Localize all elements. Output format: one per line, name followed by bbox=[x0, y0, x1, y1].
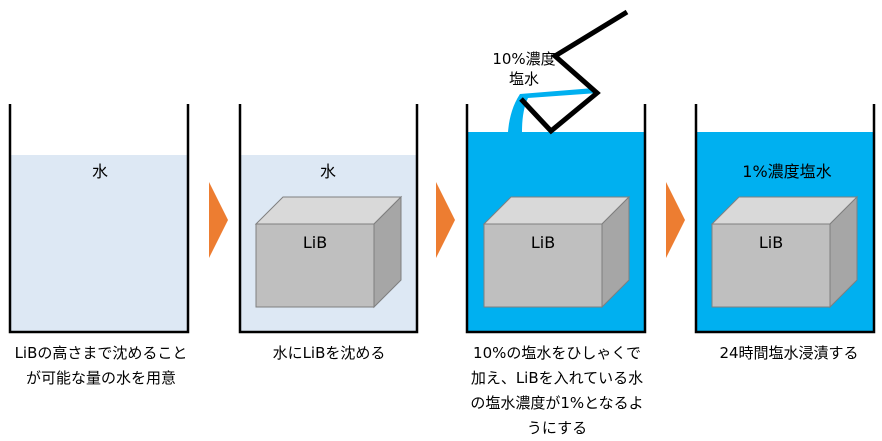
block-front-face bbox=[483, 223, 603, 308]
step-1-liquid-label: 水 bbox=[91, 162, 108, 181]
block-front-face bbox=[711, 223, 831, 308]
container-outline bbox=[238, 104, 419, 334]
step-2-container bbox=[238, 104, 419, 334]
step-2-caption: 水にLiBを沈める bbox=[272, 344, 386, 362]
step-3-pour-label: 10%濃度 塩水 bbox=[492, 50, 556, 88]
water-fill bbox=[10, 155, 188, 332]
brine-stream bbox=[508, 88, 598, 132]
step-arrow-2 bbox=[436, 182, 455, 258]
step-3-block-label: LiB bbox=[530, 233, 556, 252]
step-4-container bbox=[694, 104, 876, 334]
step-4-block-label: LiB bbox=[758, 233, 784, 252]
step-3-caption: 10%の塩水をひしゃくで加え、LiBを入れている水の塩水濃度が1%となるようにす… bbox=[470, 344, 644, 437]
lib-block bbox=[710, 195, 859, 309]
container-outline bbox=[465, 104, 647, 334]
container-outline bbox=[8, 104, 190, 334]
lib-block bbox=[482, 195, 631, 309]
lib-block bbox=[254, 195, 403, 309]
step-3-container bbox=[465, 9, 647, 334]
step-2-block-label: LiB bbox=[302, 233, 328, 252]
container-outline bbox=[694, 104, 876, 334]
ladle-icon bbox=[519, 9, 629, 135]
step-2-liquid-label: 水 bbox=[319, 162, 336, 181]
step-arrow-1 bbox=[209, 182, 228, 258]
step-1-caption: LiBの高さまで沈めることが可能な量の水を用意 bbox=[14, 344, 188, 387]
block-front-face bbox=[255, 223, 375, 308]
step-4-caption: 24時間塩水浸漬する bbox=[719, 344, 859, 362]
step-4-liquid-label: 1%濃度塩水 bbox=[742, 162, 832, 181]
step-arrow-3 bbox=[666, 182, 685, 258]
step-1-container bbox=[8, 104, 190, 334]
